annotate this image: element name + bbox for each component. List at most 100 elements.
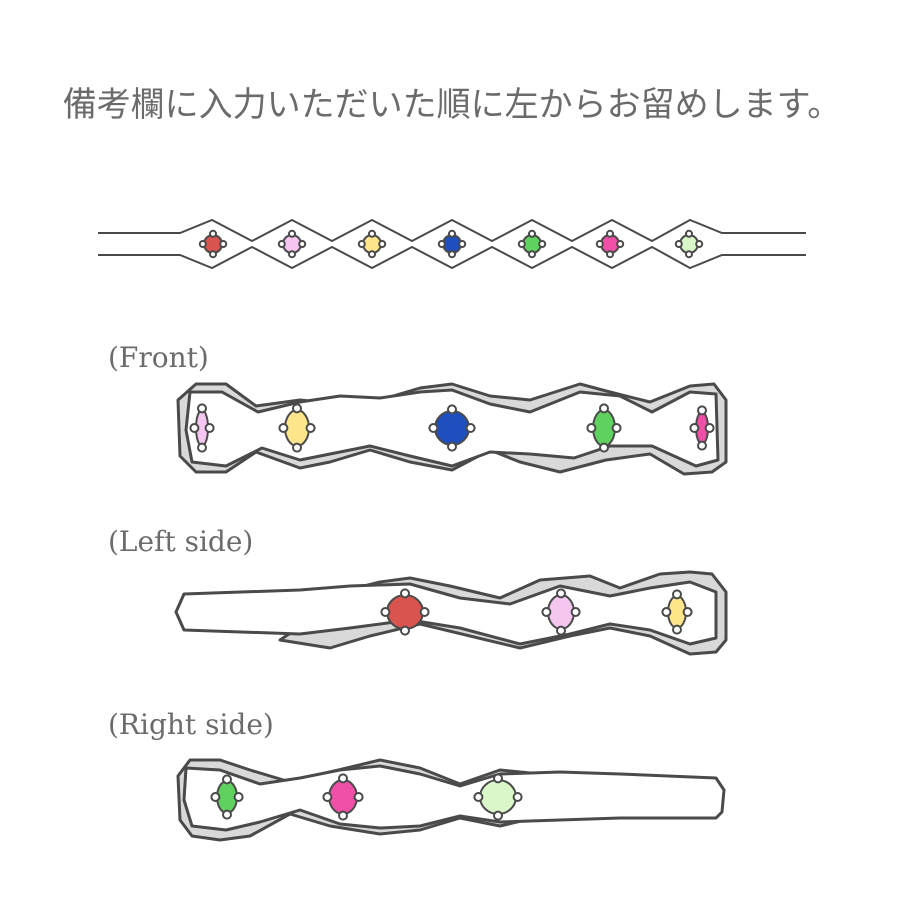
stone-blue — [437, 229, 467, 259]
stone-gem — [328, 779, 358, 815]
prong — [357, 240, 366, 248]
left-view-ring — [174, 570, 728, 656]
top-view-band — [98, 218, 806, 270]
prong — [288, 229, 296, 238]
prong — [222, 774, 232, 785]
prong — [682, 607, 693, 617]
prong — [189, 423, 200, 433]
stone-gem — [434, 410, 470, 446]
prong — [209, 250, 217, 259]
stone-light-pink — [541, 588, 581, 636]
prong — [447, 441, 457, 452]
prong — [704, 423, 715, 433]
prong — [689, 423, 700, 433]
prong — [198, 240, 207, 248]
prong — [380, 607, 391, 617]
prong — [697, 440, 707, 451]
prong — [586, 423, 597, 433]
prong — [197, 403, 207, 414]
stone-gem — [479, 779, 517, 815]
front-view-ring — [176, 382, 728, 476]
prong — [512, 792, 523, 802]
stone-pale-green — [473, 773, 523, 821]
stone-gem — [547, 594, 575, 630]
right-stones — [210, 773, 523, 821]
stone-light-yellow — [357, 229, 387, 259]
stone-pink — [322, 773, 364, 821]
prong — [288, 250, 296, 259]
top-band-outline — [98, 218, 806, 270]
prong — [210, 792, 221, 802]
stone-green — [210, 774, 244, 820]
prong — [338, 773, 348, 784]
stone-gem — [386, 594, 424, 630]
prong — [570, 607, 581, 617]
prong — [338, 810, 348, 821]
prong — [458, 240, 467, 248]
prong — [353, 792, 364, 802]
prong — [322, 792, 333, 802]
prong — [606, 250, 614, 259]
front-label: (Front) — [108, 341, 209, 374]
right-label: (Right side) — [108, 708, 274, 741]
prong — [493, 773, 503, 784]
prong — [305, 423, 316, 433]
prong — [419, 607, 430, 617]
top-stones — [198, 229, 704, 259]
prong — [400, 588, 410, 599]
prong — [447, 404, 457, 415]
prong — [599, 403, 609, 414]
prong — [400, 625, 410, 636]
prong — [541, 607, 552, 617]
prong — [528, 229, 536, 238]
stone-red — [380, 588, 430, 636]
stone-light-yellow — [278, 403, 316, 453]
prong — [473, 792, 484, 802]
prong — [493, 810, 503, 821]
prong — [685, 250, 693, 259]
prong — [556, 625, 566, 636]
prong — [697, 405, 707, 416]
prong — [616, 240, 625, 248]
prong — [685, 229, 693, 238]
prong — [233, 792, 244, 802]
prong — [298, 240, 307, 248]
prong — [222, 809, 232, 820]
stone-pale-green — [674, 229, 704, 259]
stone-pink — [689, 405, 715, 451]
headline: 備考欄に入力いただいた順に左からお留めします。 — [63, 85, 842, 125]
prong — [517, 240, 526, 248]
prong — [672, 589, 682, 600]
stone-blue — [428, 404, 476, 452]
prong — [428, 423, 439, 433]
left-band-face — [174, 580, 718, 646]
prong — [661, 607, 672, 617]
stone-light-pink — [189, 403, 215, 453]
prong — [599, 442, 609, 453]
stone-green — [517, 229, 547, 259]
front-stones — [189, 403, 715, 453]
left-label: (Left side) — [108, 525, 253, 558]
prong — [278, 423, 289, 433]
prong — [378, 240, 387, 248]
prong — [219, 240, 228, 248]
prong — [465, 423, 476, 433]
prong — [674, 240, 683, 248]
prong — [209, 229, 217, 238]
stone-gem — [284, 409, 310, 447]
stone-green — [586, 403, 622, 453]
prong — [606, 229, 614, 238]
prong — [448, 229, 456, 238]
prong — [611, 423, 622, 433]
prong — [595, 240, 604, 248]
prong — [277, 240, 286, 248]
prong — [292, 403, 302, 414]
right-view-ring — [176, 758, 726, 842]
prong — [538, 240, 547, 248]
stone-light-yellow — [661, 589, 693, 635]
prong — [204, 423, 215, 433]
prong — [292, 442, 302, 453]
right-band-face — [182, 764, 726, 832]
stone-light-pink — [277, 229, 307, 259]
